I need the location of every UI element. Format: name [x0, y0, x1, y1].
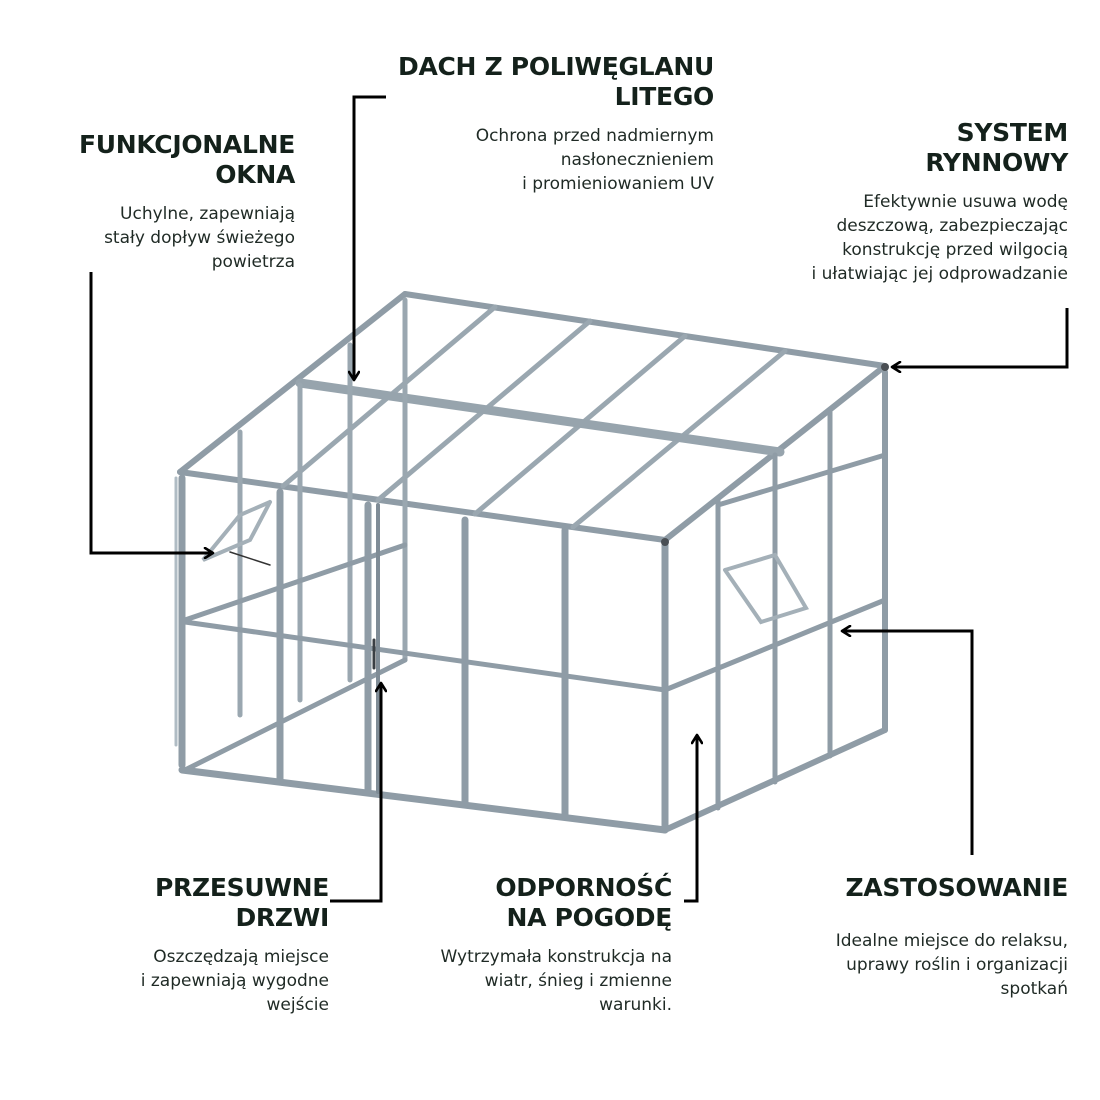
usage-arrow: [842, 631, 974, 855]
callout-gutter-title: SYSTEM RYNNOWY: [925, 118, 1068, 177]
doors-arrow: [330, 683, 381, 903]
callout-weather-description: Wytrzymała konstrukcja na wiatr, śnieg i…: [440, 947, 672, 1015]
callout-windows-title: FUNKCJONALNE OKNA: [78, 130, 295, 189]
callout-usage: ZASTOSOWANIE Idealne miejsce do relaksu,…: [835, 873, 1069, 1001]
callout-usage-title: ZASTOSOWANIE: [845, 873, 1068, 902]
callout-doors-description: Oszczędzają miejsce i zapewniają wygodne…: [140, 947, 329, 1015]
callout-roof: DACH Z POLIWĘGLANU LITEGO Ochrona przed …: [398, 52, 714, 196]
callout-windows: FUNKCJONALNE OKNA Uchylne, zapewniają st…: [79, 130, 295, 274]
callout-roof-description: Ochrona przed nadmiernym nasłonecznienie…: [475, 126, 714, 194]
weather-arrow: [684, 735, 697, 903]
windows-arrow: [89, 272, 213, 553]
callout-doors: PRZESUWNE DRZWI Oszczędzają miejsce i za…: [140, 873, 330, 1017]
greenhouse-frame: [174, 291, 889, 834]
callout-gutter: SYSTEM RYNNOWY Efektywnie usuwa wodę des…: [811, 118, 1069, 286]
callout-gutter-description: Efektywnie usuwa wodę deszczową, zabezpi…: [811, 192, 1068, 284]
callout-arrows: [89, 95, 1069, 903]
callout-weather-title: ODPORNOŚĆ NA POGODĘ: [495, 873, 672, 932]
callout-windows-description: Uchylne, zapewniają stały dopływ świeżeg…: [104, 204, 295, 272]
gutter-arrow: [892, 308, 1069, 367]
callout-weather: ODPORNOŚĆ NA POGODĘ Wytrzymała konstrukc…: [440, 873, 673, 1017]
callout-roof-title: DACH Z POLIWĘGLANU LITEGO: [398, 52, 714, 111]
callout-doors-title: PRZESUWNE DRZWI: [155, 873, 329, 932]
roof-arrow: [354, 95, 386, 380]
callout-usage-description: Idealne miejsce do relaksu, uprawy rośli…: [835, 931, 1068, 999]
